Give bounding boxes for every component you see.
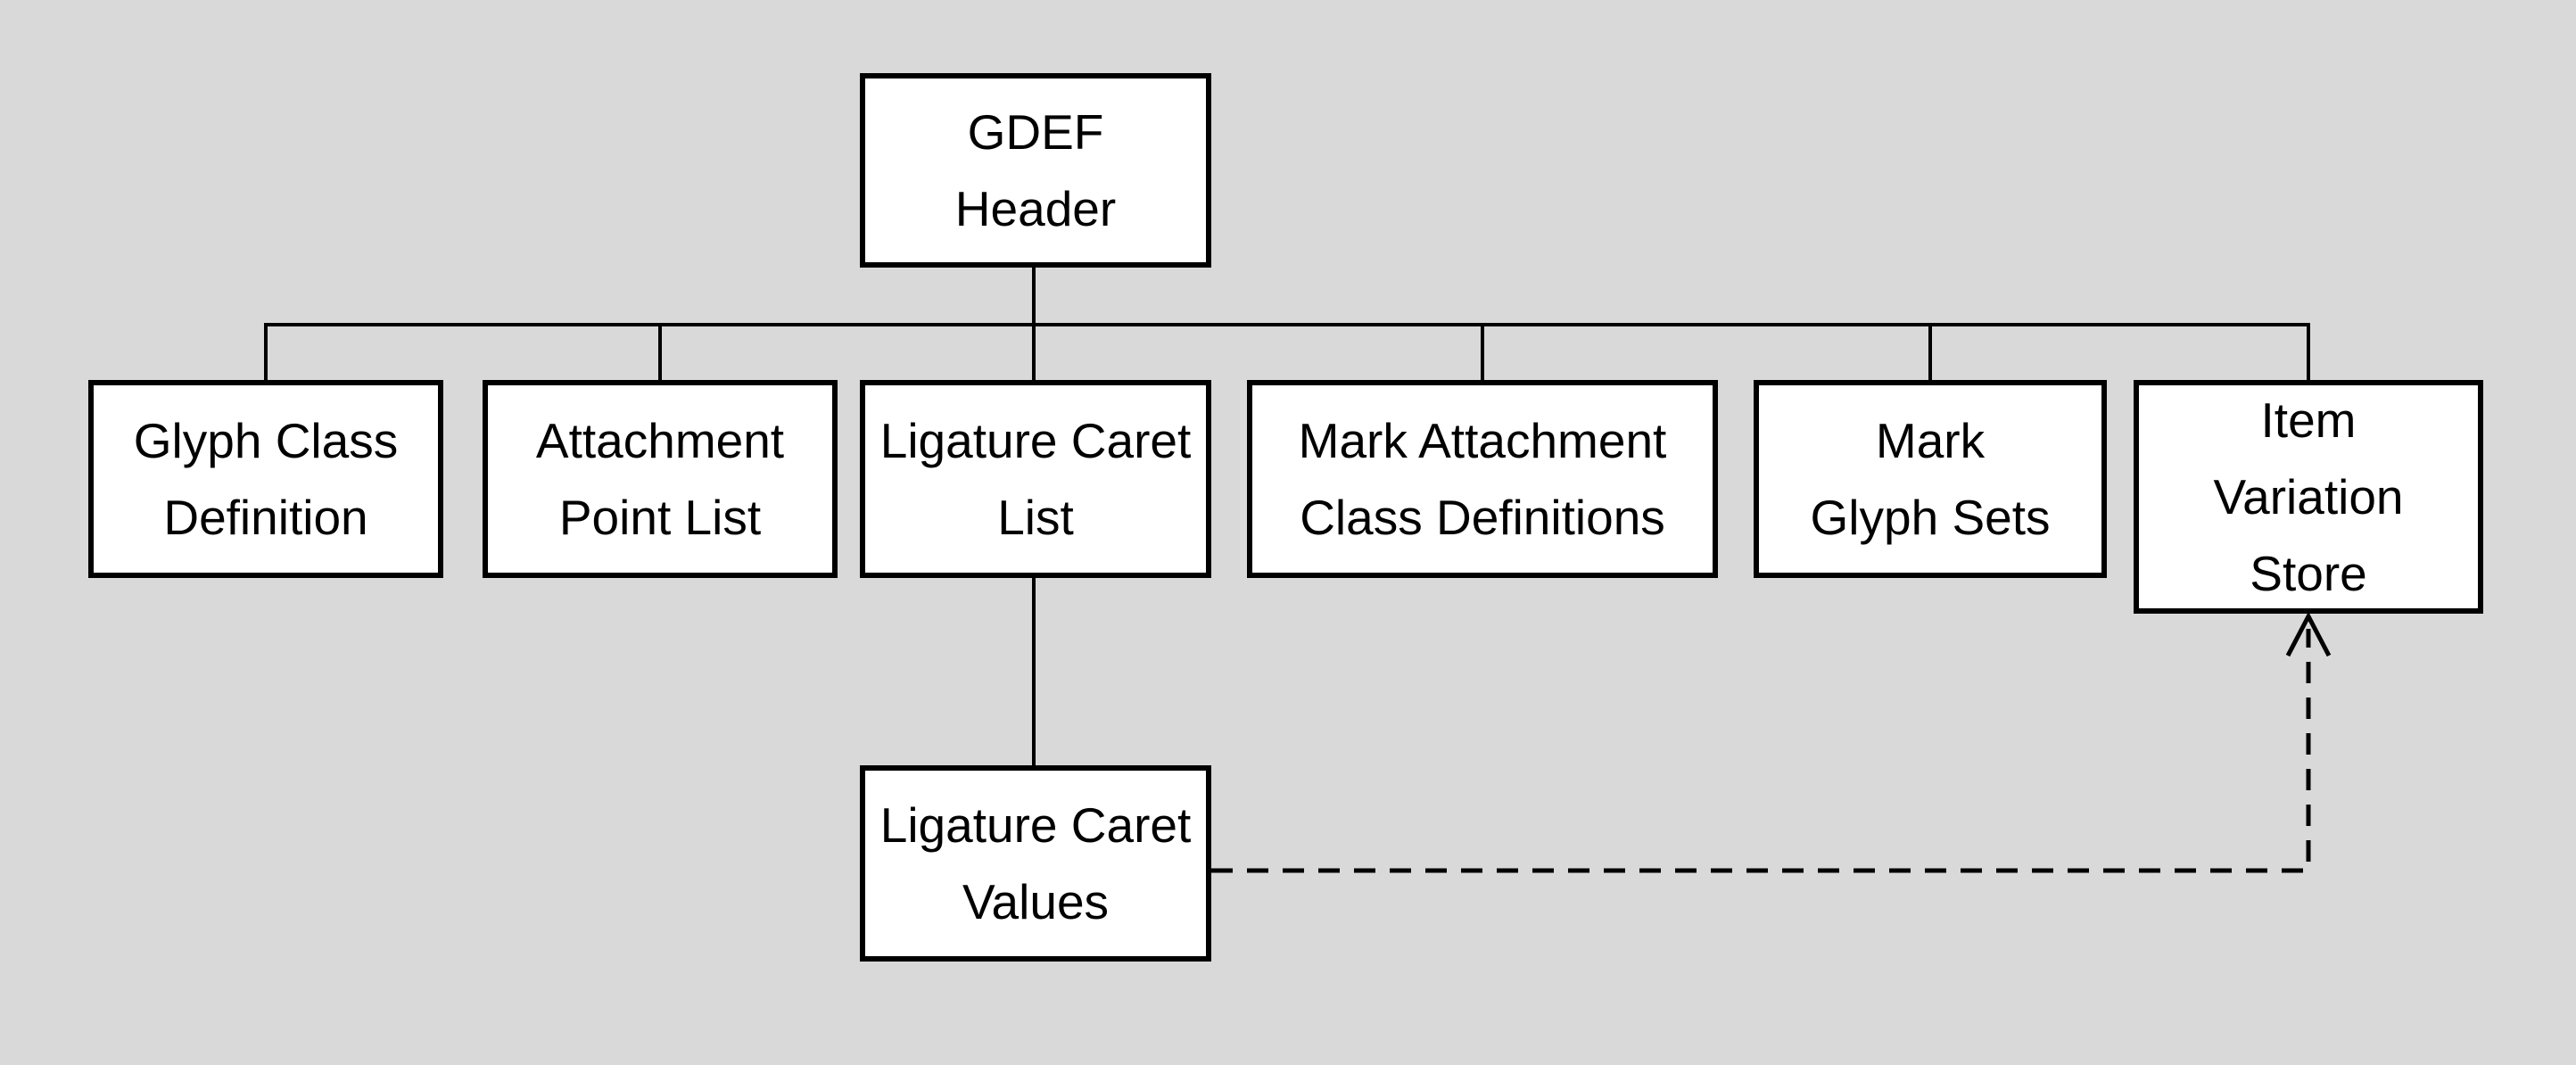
- node-label-line: Point List: [558, 490, 762, 545]
- node-label-line: Header: [954, 181, 1117, 236]
- node-mark-glyph-sets: Mark Glyph Sets: [1754, 380, 2107, 578]
- node-label-line: Values: [962, 874, 1110, 929]
- node-label-line: Glyph Sets: [1810, 490, 2051, 545]
- connector-list-to-values: [1032, 578, 1036, 765]
- node-label-line: Ligature Caret: [879, 797, 1192, 853]
- node-label-line: Variation: [2213, 469, 2404, 524]
- node-label-line: Ligature Caret: [879, 413, 1192, 468]
- dashed-line-values-to-item-variation-store: [1211, 629, 2311, 873]
- arrowhead-up-icon: [2285, 611, 2332, 657]
- node-label-line: Definition: [163, 490, 368, 545]
- connector-stub-item-variation-store: [2307, 323, 2310, 380]
- node-gdef-header: GDEF Header: [860, 73, 1211, 268]
- node-item-variation-store: Item Variation Store: [2134, 380, 2483, 614]
- node-label-line: Store: [2250, 546, 2367, 601]
- node-ligature-caret-values: Ligature Caret Values: [860, 765, 1211, 962]
- node-label-line: Mark Attachment: [1298, 413, 1667, 468]
- node-label-line: Mark: [1875, 413, 1986, 468]
- node-ligature-caret-list: Ligature Caret List: [860, 380, 1211, 578]
- connector-stub-attachment-point-list: [658, 323, 662, 380]
- node-label-line: Attachment: [535, 413, 785, 468]
- node-label-line: Item: [2260, 392, 2357, 448]
- connector-distribution-bus: [264, 323, 2310, 326]
- connector-stub-mark-attachment-class-definitions: [1481, 323, 1484, 380]
- connector-stub-glyph-class-definition: [264, 323, 268, 380]
- node-label-line: Class Definitions: [1300, 490, 1665, 545]
- node-mark-attachment-class-definitions: Mark Attachment Class Definitions: [1247, 380, 1718, 578]
- node-label-line: List: [997, 490, 1074, 545]
- node-attachment-point-list: Attachment Point List: [483, 380, 838, 578]
- node-label-line: GDEF: [967, 104, 1104, 160]
- connector-stub-mark-glyph-sets: [1928, 323, 1932, 380]
- node-glyph-class-definition: Glyph Class Definition: [88, 380, 443, 578]
- node-label-line: Glyph Class: [133, 413, 399, 468]
